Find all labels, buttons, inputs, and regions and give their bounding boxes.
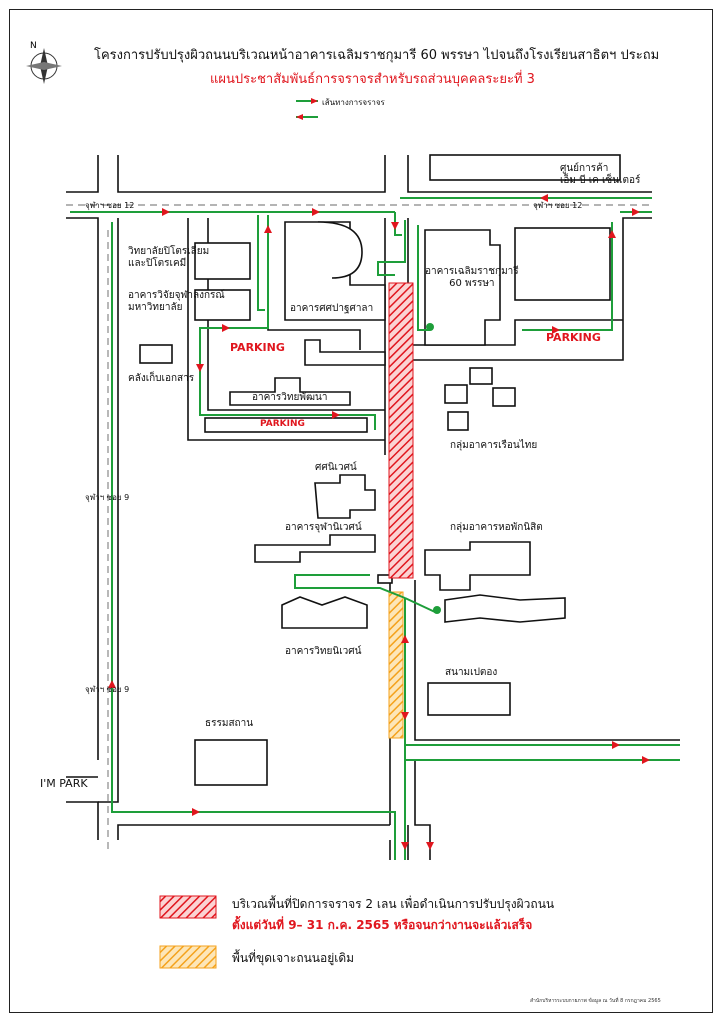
route-legend-label: เส้นทางการจราจร — [322, 98, 385, 107]
buildings — [139, 154, 621, 786]
ruen-thai-2 — [469, 367, 493, 385]
footer-note: สำนักบริหารระบบกายภาพ ข้อมูล ณ วันที่ 8 … — [530, 998, 661, 1004]
label-warehouse: คลังเก็บเอกสาร — [128, 373, 195, 384]
small-kiosk — [377, 574, 393, 584]
arts-building-curve — [317, 221, 363, 279]
withayaniwet-building — [281, 596, 368, 629]
closed-area-swatch — [159, 895, 217, 919]
label-chula-soi12-left: จุฬาฯ ซอย 12 — [85, 201, 135, 210]
warehouse — [139, 344, 173, 364]
parking-strip — [204, 417, 368, 433]
chulaniwet-building — [254, 534, 376, 563]
route-point-1 — [426, 323, 434, 331]
chalerm-building — [424, 229, 501, 346]
petroleum-college-building — [194, 242, 251, 280]
label-sasaniwet: ศศนิเวศน์ — [315, 462, 357, 473]
legend-existing-dig: พื้นที่ขุดเจาะถนนอยู่เดิม — [232, 951, 355, 965]
sasaniwet-building — [314, 474, 376, 519]
research-building — [194, 289, 251, 321]
label-thammasathan: ธรรมสถาน — [205, 718, 254, 729]
label-vidhayaphatthana: อาคารวิทยพัฒนา — [252, 392, 328, 403]
legend-closed-line2: ตั้งแต่วันที่ 9– 31 ก.ค. 2565 หรือจนกว่า… — [232, 918, 533, 932]
parking-lot-right — [514, 227, 611, 301]
label-chulaniwet: อาคารจุฬานิเวศน์ — [285, 522, 362, 533]
mbk-building — [429, 154, 621, 181]
route-arrows — [108, 194, 650, 850]
label-chalerm-building: อาคารเฉลิมราชกุมารี 60 พรรษา — [425, 266, 519, 289]
label-ruen-thai: กลุ่มอาคารเรือนไทย — [450, 440, 538, 451]
thammasathan-building — [194, 739, 268, 786]
closed-lane-area — [388, 282, 414, 579]
label-parking-bottom: PARKING — [260, 419, 305, 429]
route-point-2 — [433, 606, 441, 614]
label-petroleum-college: วิทยาลัยปิโตรเลียม และปิโตรเคมี — [128, 246, 210, 269]
ruen-thai-1 — [444, 384, 468, 404]
dorm-building-b — [444, 594, 566, 623]
label-arts-building: อาคารศศปาฐศาลา — [290, 303, 374, 314]
label-parking-left: PARKING — [230, 341, 285, 354]
existing-dig-area — [388, 591, 404, 739]
ruen-thai-4 — [492, 387, 516, 407]
label-withayaniwet: อาคารวิทยนิเวศน์ — [285, 646, 362, 657]
road-network — [66, 155, 680, 860]
label-chula-soi9-b: จุฬาฯ ซอย 9 — [85, 685, 130, 694]
compass-letter: N — [30, 41, 37, 51]
route-legend-symbol — [296, 98, 318, 120]
arts-annex — [304, 339, 386, 366]
label-parking-right: PARKING — [546, 331, 601, 344]
dorm-building-a — [424, 541, 531, 591]
page-frame — [9, 9, 713, 1013]
vidhayaphatthana-building — [229, 377, 351, 406]
label-shopping-center: ศูนย์การค้า เอ็ม บี เค เซ็นเตอร์ — [560, 163, 641, 186]
label-chula-soi12-right: จุฬาฯ ซอย 12 — [533, 201, 583, 210]
label-dorm-group: กลุ่มอาคารหอพักนิสิต — [450, 522, 543, 533]
compass-icon: N — [26, 41, 62, 84]
map-title: โครงการปรับปรุงผิวถนนบริเวณหน้าอาคารเฉลิ… — [94, 48, 660, 63]
dig-area-swatch — [159, 945, 217, 969]
label-research-building: อาคารวิจัยจุฬาลงกรณ์ มหาวิทยาลัย — [128, 290, 225, 313]
ruen-thai-3 — [447, 411, 469, 431]
label-petanque: สนามเปตอง — [445, 667, 498, 678]
map-subtitle: แผนประชาสัมพันธ์การจราจรสำหรับรถส่วนบุคค… — [210, 72, 535, 87]
label-chula-soi9-a: จุฬาฯ ซอย 9 — [85, 493, 130, 502]
label-im-park: I'M PARK — [40, 777, 88, 790]
petanque-court — [427, 682, 511, 716]
legend-closed-line1: บริเวณพื้นที่ปิดการจราจร 2 เลน เพื่อดำเน… — [232, 897, 555, 911]
